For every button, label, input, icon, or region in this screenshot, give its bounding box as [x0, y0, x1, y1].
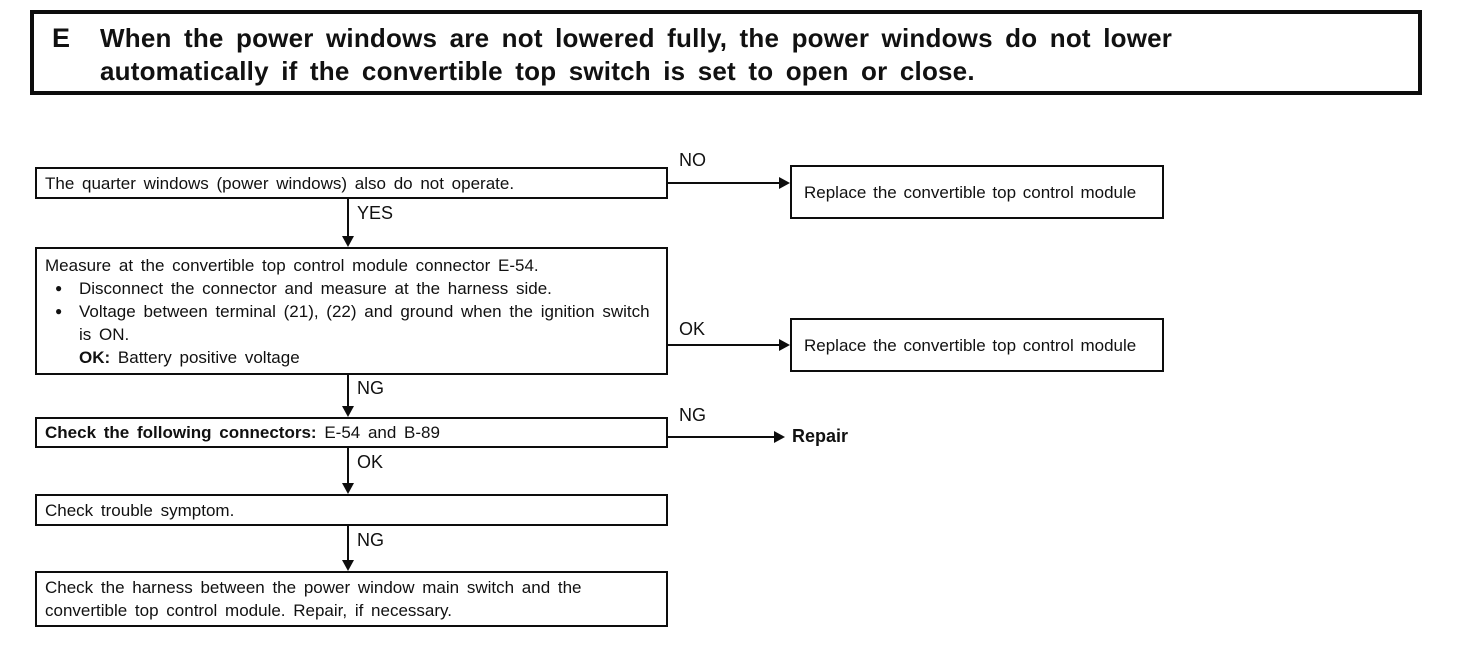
- branch-label-ok: OK: [357, 452, 384, 472]
- bullet-text: Disconnect the connector and measure at …: [79, 279, 552, 298]
- page-title: When the power windows are not lowered f…: [100, 23, 1173, 86]
- arrow-right-ok: [668, 339, 790, 351]
- bullet-item: ● Disconnect the connector and measure a…: [45, 277, 658, 300]
- ok-spec-line: OK: Battery positive voltage: [45, 346, 658, 369]
- step-text: E-54 and B-89: [316, 423, 440, 442]
- flow-step-check-connectors: Check the following connectors: E-54 and…: [35, 417, 668, 448]
- result-box-replace-module-1: Replace the convertible top control modu…: [790, 165, 1164, 219]
- branch-label-yes: YES: [357, 203, 394, 223]
- branch-label-ng: NG: [357, 530, 384, 550]
- result-text: Replace the convertible top control modu…: [804, 335, 1137, 355]
- branch-label-no: NO: [679, 150, 706, 170]
- flow-step-check-harness: Check the harness between the power wind…: [35, 571, 668, 627]
- bullet-item: ● Voltage between terminal (21), (22) an…: [45, 300, 658, 346]
- section-letter: E: [52, 23, 71, 53]
- bullet-icon: ●: [55, 304, 63, 318]
- result-text-repair: Repair: [792, 426, 849, 446]
- step-heading: Measure at the convertible top control m…: [45, 256, 539, 275]
- ok-value: Battery positive voltage: [117, 348, 300, 367]
- bullet-text: Voltage between terminal (21), (22) and …: [79, 302, 650, 344]
- arrow-right-ng: [668, 431, 785, 443]
- step-text-bold: Check the following connectors:: [45, 423, 317, 442]
- ok-key: OK:: [79, 348, 111, 367]
- step-text: Check the harness between the power wind…: [45, 578, 582, 620]
- branch-label-ok: OK: [679, 319, 706, 339]
- step-text: Check trouble symptom.: [45, 500, 235, 520]
- result-box-replace-module-2: Replace the convertible top control modu…: [790, 318, 1164, 372]
- result-text: Replace the convertible top control modu…: [804, 182, 1137, 202]
- arrow-down-ng: [342, 375, 354, 417]
- title-box: E When the power windows are not lowered…: [30, 10, 1422, 95]
- arrow-down-ng: [342, 526, 354, 571]
- flow-step-quarter-windows: The quarter windows (power windows) also…: [35, 167, 668, 199]
- flow-step-measure-connector: Measure at the convertible top control m…: [35, 247, 668, 375]
- branch-label-ng: NG: [357, 378, 384, 398]
- bullet-icon: ●: [55, 281, 63, 295]
- arrow-down-yes: [342, 199, 354, 247]
- arrow-right-no: [668, 177, 790, 189]
- flow-step-check-trouble-symptom: Check trouble symptom.: [35, 494, 668, 526]
- arrow-down-ok: [342, 448, 354, 494]
- branch-label-ng: NG: [679, 405, 706, 425]
- step-text: The quarter windows (power windows) also…: [45, 173, 515, 193]
